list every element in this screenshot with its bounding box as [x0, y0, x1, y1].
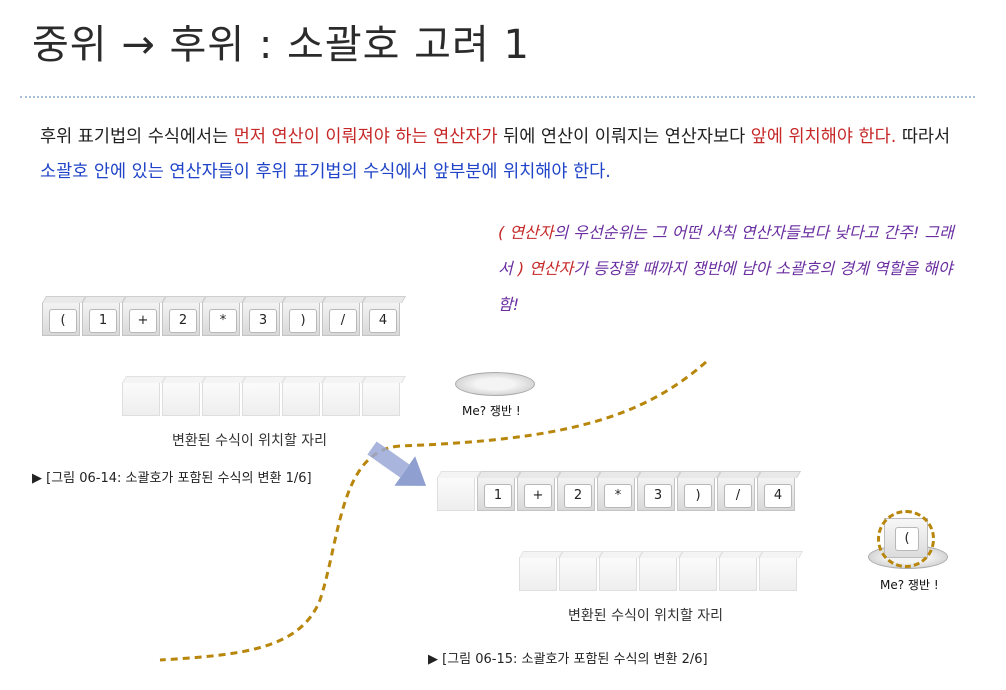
figure1-input-token: ( — [49, 309, 77, 333]
figure1-output-slot — [322, 382, 360, 416]
para-text-1: 후위 표기법의 수식에서는 — [40, 127, 234, 147]
figure2-caption: ▶ [그림 06-15: 소괄호가 포함된 수식의 변환 2/6] — [428, 652, 708, 667]
figure1-input-cube: ( — [42, 302, 80, 336]
figure2-input-cube: ) — [677, 477, 715, 511]
figure1-input-cube: * — [202, 302, 240, 336]
para-text-4: 앞에 위치해야 한다. — [750, 127, 897, 147]
plate-highlight-circle — [877, 510, 935, 568]
figure1-output-slot — [202, 382, 240, 416]
figure2-output-slot — [679, 557, 717, 591]
figure2-input-token: 4 — [764, 484, 792, 508]
figure2-output-slots — [519, 557, 799, 591]
figure1-input-cube: 3 — [242, 302, 280, 336]
figure2-input-cube: 3 — [637, 477, 675, 511]
figure1-caption: ▶ [그림 06-14: 소괄호가 포함된 수식의 변환 1/6] — [32, 471, 312, 486]
para-text-3: 뒤에 연산이 이뤄지는 연산자보다 — [497, 127, 751, 147]
figure1-output-slot — [122, 382, 160, 416]
figure1-input-token: ) — [289, 309, 317, 333]
handwritten-note: ( 연산자의 우선순위는 그 어떤 사칙 연산자들보다 낮다고 간주! 그래서 … — [498, 215, 968, 323]
figure1-input-cube: 1 — [82, 302, 120, 336]
dashed-connector-curve — [159, 360, 707, 662]
figure1-input-token: 1 — [89, 309, 117, 333]
figure1-input-token: / — [329, 309, 357, 333]
figure2-plate-label: Me? 쟁반 ! — [880, 578, 939, 592]
figure2-output-slot — [559, 557, 597, 591]
figure1-input-cube: / — [322, 302, 360, 336]
figure2-output-slot — [639, 557, 677, 591]
note-text-1: ( 연산자 — [498, 223, 554, 242]
transition-arrow — [367, 441, 427, 486]
figure1-input-token: 3 — [249, 309, 277, 333]
figure2-input-token: * — [604, 484, 632, 508]
title-divider — [20, 96, 975, 98]
figure2-slot-caption: 변환된 수식이 위치할 자리 — [568, 608, 724, 624]
figure1-output-slot — [362, 382, 400, 416]
figure1-plate-label: Me? 쟁반 ! — [462, 404, 521, 418]
note-text-3: ) 연산자 — [517, 259, 574, 278]
figure1-input-cube: 2 — [162, 302, 200, 336]
figure2-input-cube: + — [517, 477, 555, 511]
figure2-input-cube: * — [597, 477, 635, 511]
figure1-output-slot — [242, 382, 280, 416]
note-text-4: 가 등장할 때까지 쟁반에 남아 소괄호의 경계 역할을 해야 함! — [498, 259, 953, 314]
figure2-input-cube: 2 — [557, 477, 595, 511]
figure2-output-slot — [599, 557, 637, 591]
figure2-input-cube: / — [717, 477, 755, 511]
figure2-input-cube — [437, 477, 475, 511]
figure2-input-token: ) — [684, 484, 712, 508]
figure2-input-token: 3 — [644, 484, 672, 508]
figure2-input-token: 1 — [484, 484, 512, 508]
figure2-output-slot — [719, 557, 757, 591]
para-text-5: 따라서 — [896, 127, 951, 147]
figure1-input-cube: + — [122, 302, 160, 336]
figure2-input-cube: 4 — [757, 477, 795, 511]
figure2-input-token: 2 — [564, 484, 592, 508]
note-text-2: 의 우선순위는 그 어떤 사칙 연산자들보다 낮다고 간주! 그래서 — [498, 223, 954, 278]
figure2-input-token: + — [524, 484, 552, 508]
figure2-input-token: / — [724, 484, 752, 508]
explanation-paragraph: 후위 표기법의 수식에서는 먼저 연산이 이뤄져야 하는 연산자가 뒤에 연산이… — [40, 120, 970, 190]
figure2-input-cubes: 1 +2 * 3) / 4 — [437, 477, 797, 511]
figure1-input-cube: 4 — [362, 302, 400, 336]
para-text-2: 먼저 연산이 이뤄져야 하는 연산자가 — [233, 127, 498, 147]
figure1-output-slots — [122, 382, 402, 416]
figure1-input-token: + — [129, 309, 157, 333]
figure2-input-cube: 1 — [477, 477, 515, 511]
figure2-output-slot — [519, 557, 557, 591]
figure1-input-token: * — [209, 309, 237, 333]
page-title: 중위 → 후위 : 소괄호 고려 1 — [32, 22, 530, 68]
figure1-plate — [455, 372, 535, 396]
figure1-output-slot — [282, 382, 320, 416]
figure2-output-slot — [759, 557, 797, 591]
figure1-input-cubes: (1 +2 * 3) / 4 — [42, 302, 402, 336]
figure1-slot-caption: 변환된 수식이 위치할 자리 — [172, 433, 328, 449]
figure1-input-token: 4 — [369, 309, 397, 333]
para-text-6: 소괄호 안에 있는 연산자들이 후위 표기법의 수식에서 앞부분에 위치해야 한… — [40, 162, 611, 182]
figure1-output-slot — [162, 382, 200, 416]
figure1-input-token: 2 — [169, 309, 197, 333]
figure1-input-cube: ) — [282, 302, 320, 336]
